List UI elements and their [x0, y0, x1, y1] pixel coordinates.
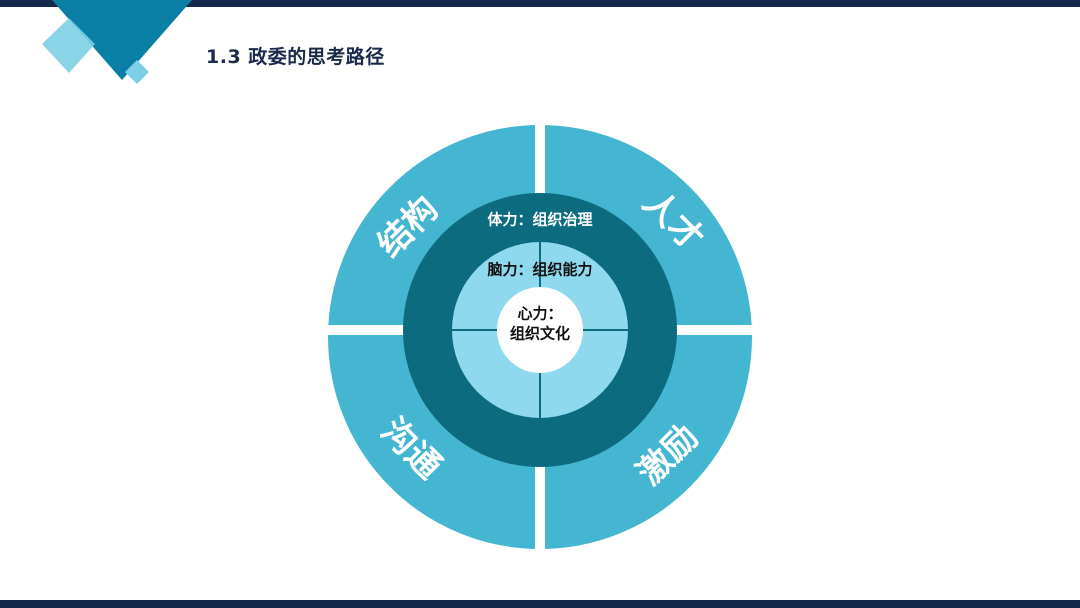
label-heart-power: 心力： — [517, 305, 562, 323]
bottom-border-bar — [0, 600, 1080, 608]
deco-diamond-light — [42, 18, 95, 73]
label-brain-power: 脑力：组织能力 — [487, 261, 592, 279]
slide-title: 1.3 政委的思考路径 — [206, 46, 385, 68]
deco-diamond-dark — [52, 0, 192, 80]
top-border-bar — [0, 0, 1080, 7]
core-circle — [497, 287, 583, 373]
deco-diamond-small — [125, 60, 149, 84]
label-org-culture: 组织文化 — [510, 325, 570, 343]
corner-decoration — [42, 0, 192, 84]
label-body-power: 体力：组织治理 — [487, 211, 592, 229]
